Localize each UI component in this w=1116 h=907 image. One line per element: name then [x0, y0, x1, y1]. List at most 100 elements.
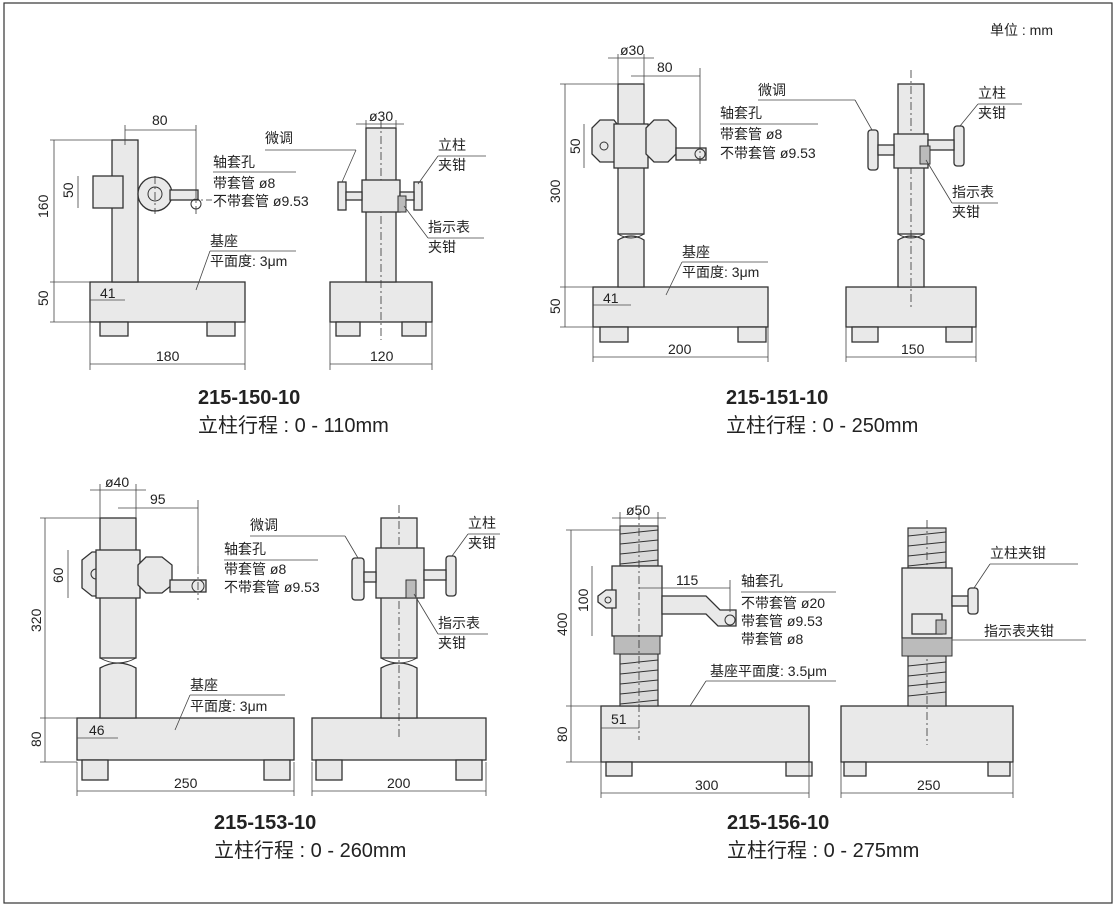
knurled-ring — [613, 635, 661, 655]
dim-diameter-label: ø30 — [369, 108, 393, 124]
foot — [263, 759, 291, 781]
foot — [785, 761, 813, 777]
dim-offset-label: 51 — [611, 711, 627, 727]
model-code: 215-156-10 — [727, 812, 829, 834]
dim-diameter-label: ø40 — [105, 474, 129, 490]
stand-215-151-10: ø30 80 300 50 50 41 200 轴套孔 带套管 ø8 不带套管 … — [547, 42, 1022, 437]
foot — [315, 759, 343, 781]
side-view: ø30 120 微调 立柱 夹钳 指示表 夹钳 — [265, 108, 486, 370]
label-flatness: 平面度: 3μm — [190, 698, 267, 714]
label-spindle-hole: 轴套孔 — [224, 541, 266, 557]
front-view: ø30 80 300 50 50 41 200 轴套孔 带套管 ø8 不带套管 … — [547, 42, 818, 362]
dim-base-w-label: 200 — [668, 341, 692, 357]
column-lower — [380, 662, 418, 719]
foot — [81, 759, 109, 781]
front-view: ø40 95 320 80 60 46 250 轴套孔 带套管 ø8 不带套管 … — [28, 474, 320, 796]
knob-right — [645, 119, 677, 163]
front-view: ø50 115 400 80 100 51 300 轴套孔 不带套管 ø20 带… — [554, 502, 836, 798]
leader — [959, 103, 979, 127]
column-lower — [897, 235, 925, 288]
label-fine-adjust: 微调 — [265, 130, 293, 146]
model-code: 215-150-10 — [198, 387, 300, 409]
clamp-block — [613, 123, 649, 169]
spindle-hole — [191, 579, 205, 593]
label-indicator: 指示表 — [438, 615, 480, 631]
knob-right — [967, 587, 979, 615]
leader — [174, 694, 191, 731]
knob-shaft — [423, 569, 447, 581]
knob-right — [137, 556, 173, 594]
label-clamp: 夹钳 — [438, 157, 466, 173]
column — [111, 139, 139, 283]
dim-base-w-label: 300 — [695, 777, 719, 793]
knob-right — [953, 125, 965, 167]
label-with-sleeve: 带套管 ø8 — [224, 561, 286, 577]
column-travel: 立柱行程 : 0 - 260mm — [214, 839, 406, 862]
arm — [169, 189, 199, 201]
dim-side-w-label: 120 — [370, 348, 394, 364]
knob-shaft — [927, 139, 955, 151]
dim-base-w-label: 180 — [156, 348, 180, 364]
base — [600, 705, 810, 763]
knob-right — [445, 555, 457, 597]
leader — [344, 535, 359, 559]
leader — [413, 593, 439, 635]
leader — [689, 680, 707, 707]
knob-hub — [599, 141, 609, 151]
leader — [403, 205, 429, 239]
dim-reach-label: 115 — [676, 572, 699, 588]
label-clamp: 夹钳 — [978, 105, 1006, 121]
dim-side-w-label: 250 — [917, 777, 941, 793]
label-clamp-2: 夹钳 — [952, 204, 980, 220]
label-column-clamp: 立柱夹钳 — [990, 545, 1046, 561]
label-without-sleeve: 不带套管 ø9.53 — [213, 193, 309, 209]
label-fine-adjust: 微调 — [250, 517, 278, 533]
dim-base-w-label: 250 — [174, 775, 198, 791]
model-code: 215-151-10 — [726, 387, 828, 409]
base — [76, 717, 295, 761]
unit-label: 单位 : mm — [990, 22, 1053, 38]
dim-diameter-label: ø50 — [626, 502, 650, 518]
label-clamp: 夹钳 — [468, 535, 496, 551]
column-travel: 立柱行程 : 0 - 250mm — [726, 414, 918, 437]
knob-shaft — [877, 144, 895, 156]
dim-diameter-label: ø30 — [620, 42, 644, 58]
label-column: 立柱 — [438, 137, 466, 153]
knob-left — [867, 129, 879, 171]
dim-base-h-label: 50 — [35, 290, 51, 306]
label-base: 基座 — [682, 244, 710, 260]
label-indicator: 指示表 — [428, 219, 470, 235]
knob-left — [351, 557, 365, 601]
dim-reach-label: 80 — [657, 59, 673, 75]
clamp-block — [375, 547, 425, 599]
spindle-hole — [724, 614, 736, 626]
column-travel: 立柱行程 : 0 - 275mm — [727, 839, 919, 862]
knob-left — [597, 589, 617, 609]
label-with-sleeve-953: 带套管 ø9.53 — [741, 613, 823, 629]
clamp-block — [92, 175, 124, 209]
label-with-sleeve: 带套管 ø8 — [213, 175, 275, 191]
dim-base-h-label: 80 — [554, 726, 570, 742]
leader — [417, 155, 439, 185]
knob-shaft — [345, 191, 363, 201]
knurled-ring — [901, 637, 953, 657]
knurled-ring — [405, 579, 417, 599]
dim-reach-label: 95 — [150, 491, 166, 507]
knob-right — [413, 181, 423, 211]
stand-215-156-10: ø50 115 400 80 100 51 300 轴套孔 不带套管 ø20 带… — [554, 502, 1086, 862]
foot — [401, 321, 427, 337]
arm — [661, 595, 737, 627]
label-base: 基座 — [190, 677, 218, 693]
dim-reach-label: 80 — [152, 112, 168, 128]
knob-shaft — [951, 595, 971, 607]
base — [89, 281, 246, 323]
break-line — [380, 657, 418, 664]
label-indicator: 指示表 — [952, 184, 994, 200]
leader — [341, 149, 357, 183]
label-spindle-hole: 轴套孔 — [213, 154, 255, 170]
label-flatness: 平面度: 3μm — [210, 253, 287, 269]
dim-offset-label: 46 — [89, 722, 105, 738]
knurled-ring — [935, 619, 947, 635]
